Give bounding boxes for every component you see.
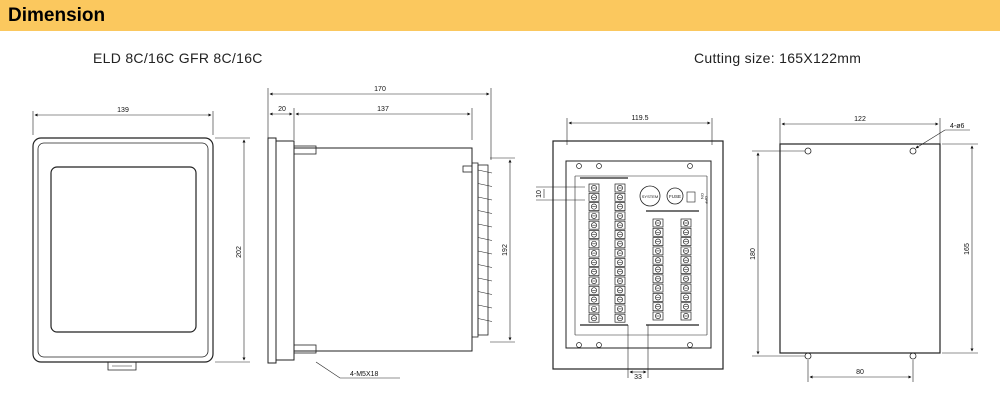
cutout-height-left-label: 180 bbox=[750, 248, 757, 260]
hole-label: 4-ø6 bbox=[950, 123, 965, 130]
cutting-size-label: Cutting size: 165X122mm bbox=[694, 50, 862, 66]
cutout-width-label: 122 bbox=[854, 116, 866, 123]
terminal-pitch-label: 10 bbox=[536, 190, 543, 198]
model-names-label: ELD 8C/16C GFR 8C/16C bbox=[93, 50, 263, 66]
rear-bottom-label: 33 bbox=[634, 374, 642, 381]
front-height-label: 202 bbox=[236, 246, 243, 258]
rear-width-label: 119.5 bbox=[632, 115, 649, 122]
switch-on-label: ON bbox=[700, 193, 705, 199]
side-body-label: 137 bbox=[377, 106, 389, 113]
side-view bbox=[267, 88, 515, 379]
cutout-view bbox=[752, 118, 978, 382]
cutout-height-right-label: 165 bbox=[964, 243, 971, 255]
screw-label: 4-M5X18 bbox=[350, 371, 379, 378]
fuse-button-label: FUSE bbox=[669, 194, 681, 199]
front-view bbox=[32, 111, 250, 371]
section-header: Dimension bbox=[0, 0, 1000, 31]
side-total-label: 170 bbox=[374, 86, 386, 93]
side-height-label: 192 bbox=[502, 244, 509, 256]
switch-off-label: OFF bbox=[704, 196, 709, 205]
system-button-label: SYSTEM bbox=[642, 194, 658, 199]
side-flange-label: 20 bbox=[278, 106, 286, 113]
cutout-bottom-label: 80 bbox=[856, 369, 864, 376]
section-title: Dimension bbox=[8, 5, 106, 26]
rear-view bbox=[536, 118, 724, 378]
front-width-label: 139 bbox=[117, 107, 129, 114]
